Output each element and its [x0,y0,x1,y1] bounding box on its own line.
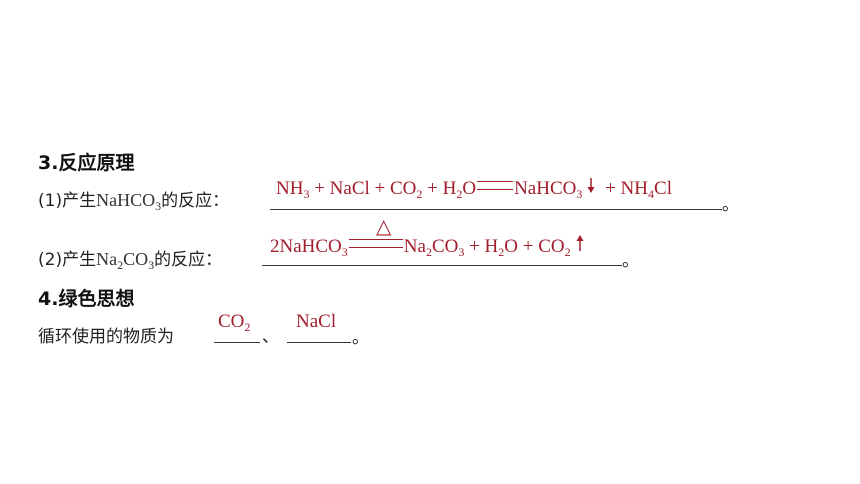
item-2-answer-line [262,265,622,266]
up-arrow-icon [575,234,585,252]
heat-condition-symbol: △ [376,216,392,238]
blank-1-answer: CO2 [218,311,251,334]
item-2-prompt: (2)产生Na2CO3的反应： [38,249,223,272]
section-4-title: 4.绿色思想 [38,288,135,310]
blank-2-line [287,342,351,343]
item-1-period: 。 [722,195,739,215]
recycle-sentence: 循环使用的物质为 [38,327,174,347]
item-2-period: 。 [622,251,639,271]
blank-2-answer: NaCl [296,311,337,332]
equals-sign [477,181,514,190]
blank-1-line [214,342,260,343]
list-separator: 、 [262,327,279,347]
down-arrow-icon [586,176,596,194]
sentence-period: 。 [352,328,369,348]
equals-sign [348,239,403,248]
section-3-title: 3.反应原理 [38,152,135,174]
item-1-answer-line [270,209,722,210]
item-1-prompt: (1)产生NaHCO3的反应： [38,190,230,213]
